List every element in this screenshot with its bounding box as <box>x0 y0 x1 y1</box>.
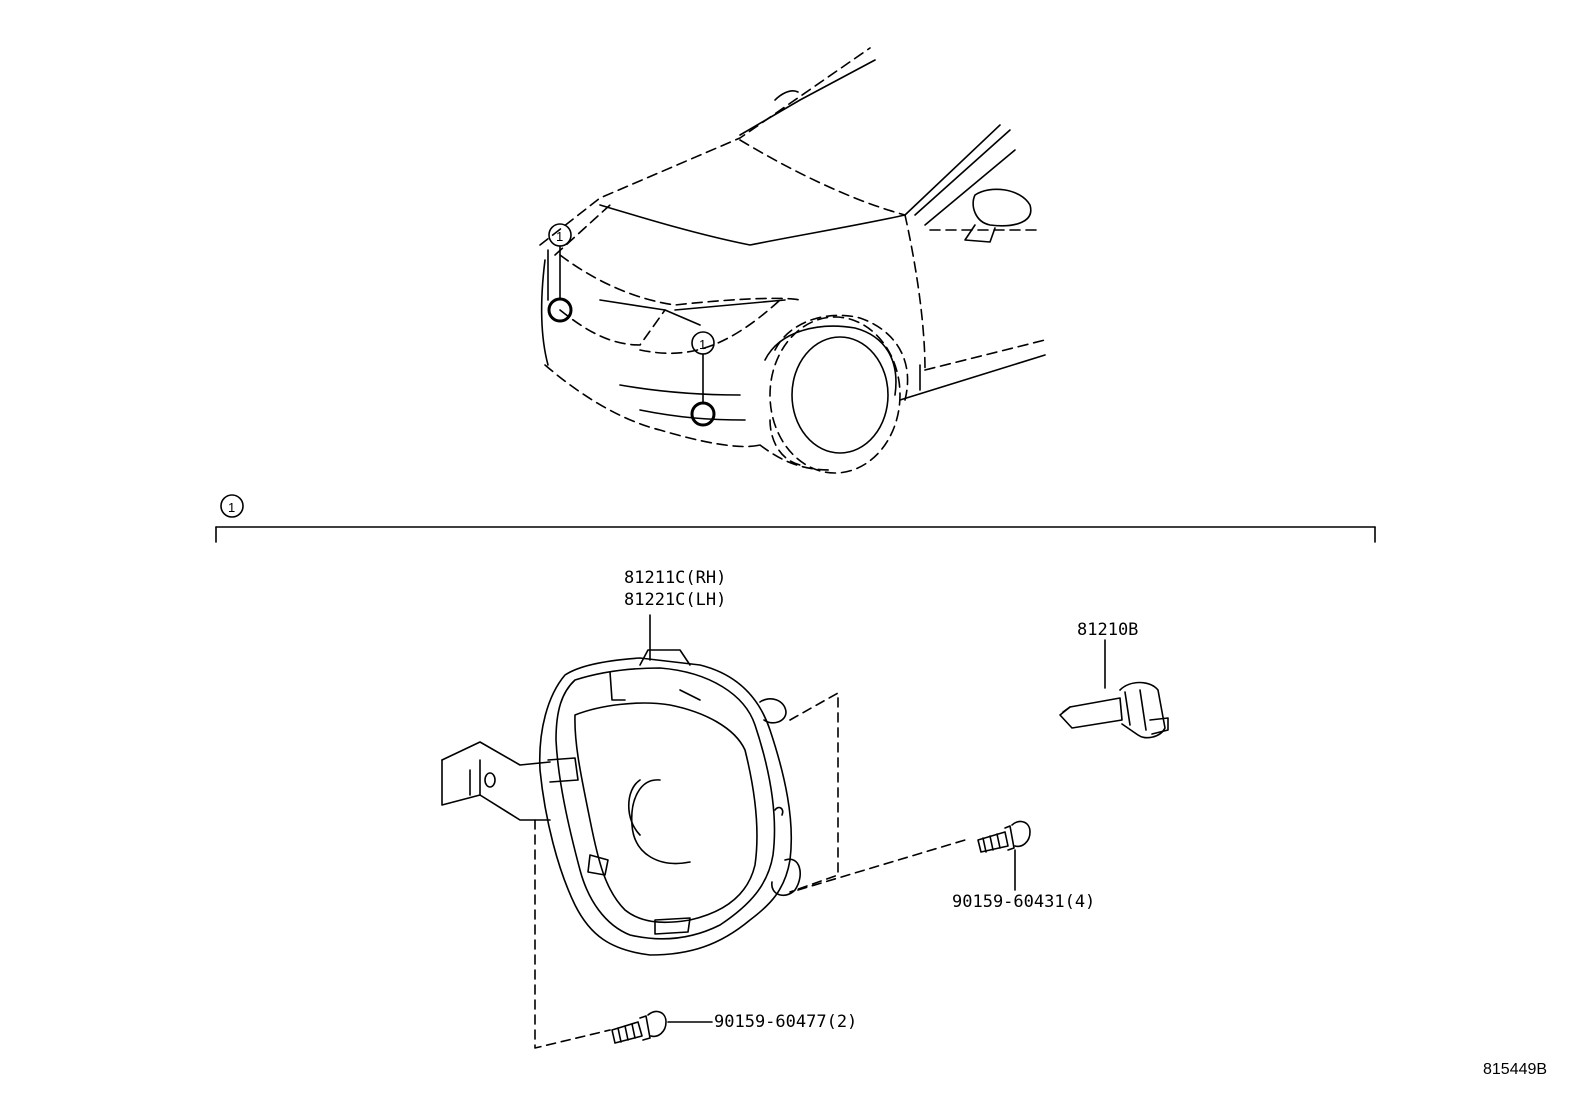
callout-circle-1b <box>691 331 715 355</box>
screw-lower-illustration <box>611 1010 713 1044</box>
bulb-illustration <box>1059 639 1169 739</box>
part-label-fog-lamp-rh[interactable]: 81211C(RH) <box>624 568 727 588</box>
part-label-screw-upper[interactable]: 90159-60431(4) <box>952 892 1096 912</box>
screw-upper-illustration <box>977 820 1031 891</box>
car-front-illustration <box>539 47 1046 474</box>
diagram-id-label: 815449B <box>1483 1061 1548 1078</box>
callout-circle-1a <box>548 223 572 247</box>
callout-label-1c: 1 <box>228 500 236 515</box>
part-label-bulb[interactable]: 81210B <box>1077 620 1139 640</box>
right-fog-lamp-marker <box>690 401 716 427</box>
callout-circle-1c <box>220 494 244 518</box>
fog-lamp-assembly <box>441 614 801 956</box>
callout-label-1a: 1 <box>556 229 564 244</box>
group-bracket <box>215 494 1376 543</box>
part-label-screw-lower[interactable]: 90159-60477(2) <box>714 1012 858 1032</box>
callout-label-1b: 1 <box>699 337 707 352</box>
part-label-fog-lamp-lh[interactable]: 81221C(LH) <box>624 590 727 610</box>
assembly-lines <box>534 692 966 1049</box>
